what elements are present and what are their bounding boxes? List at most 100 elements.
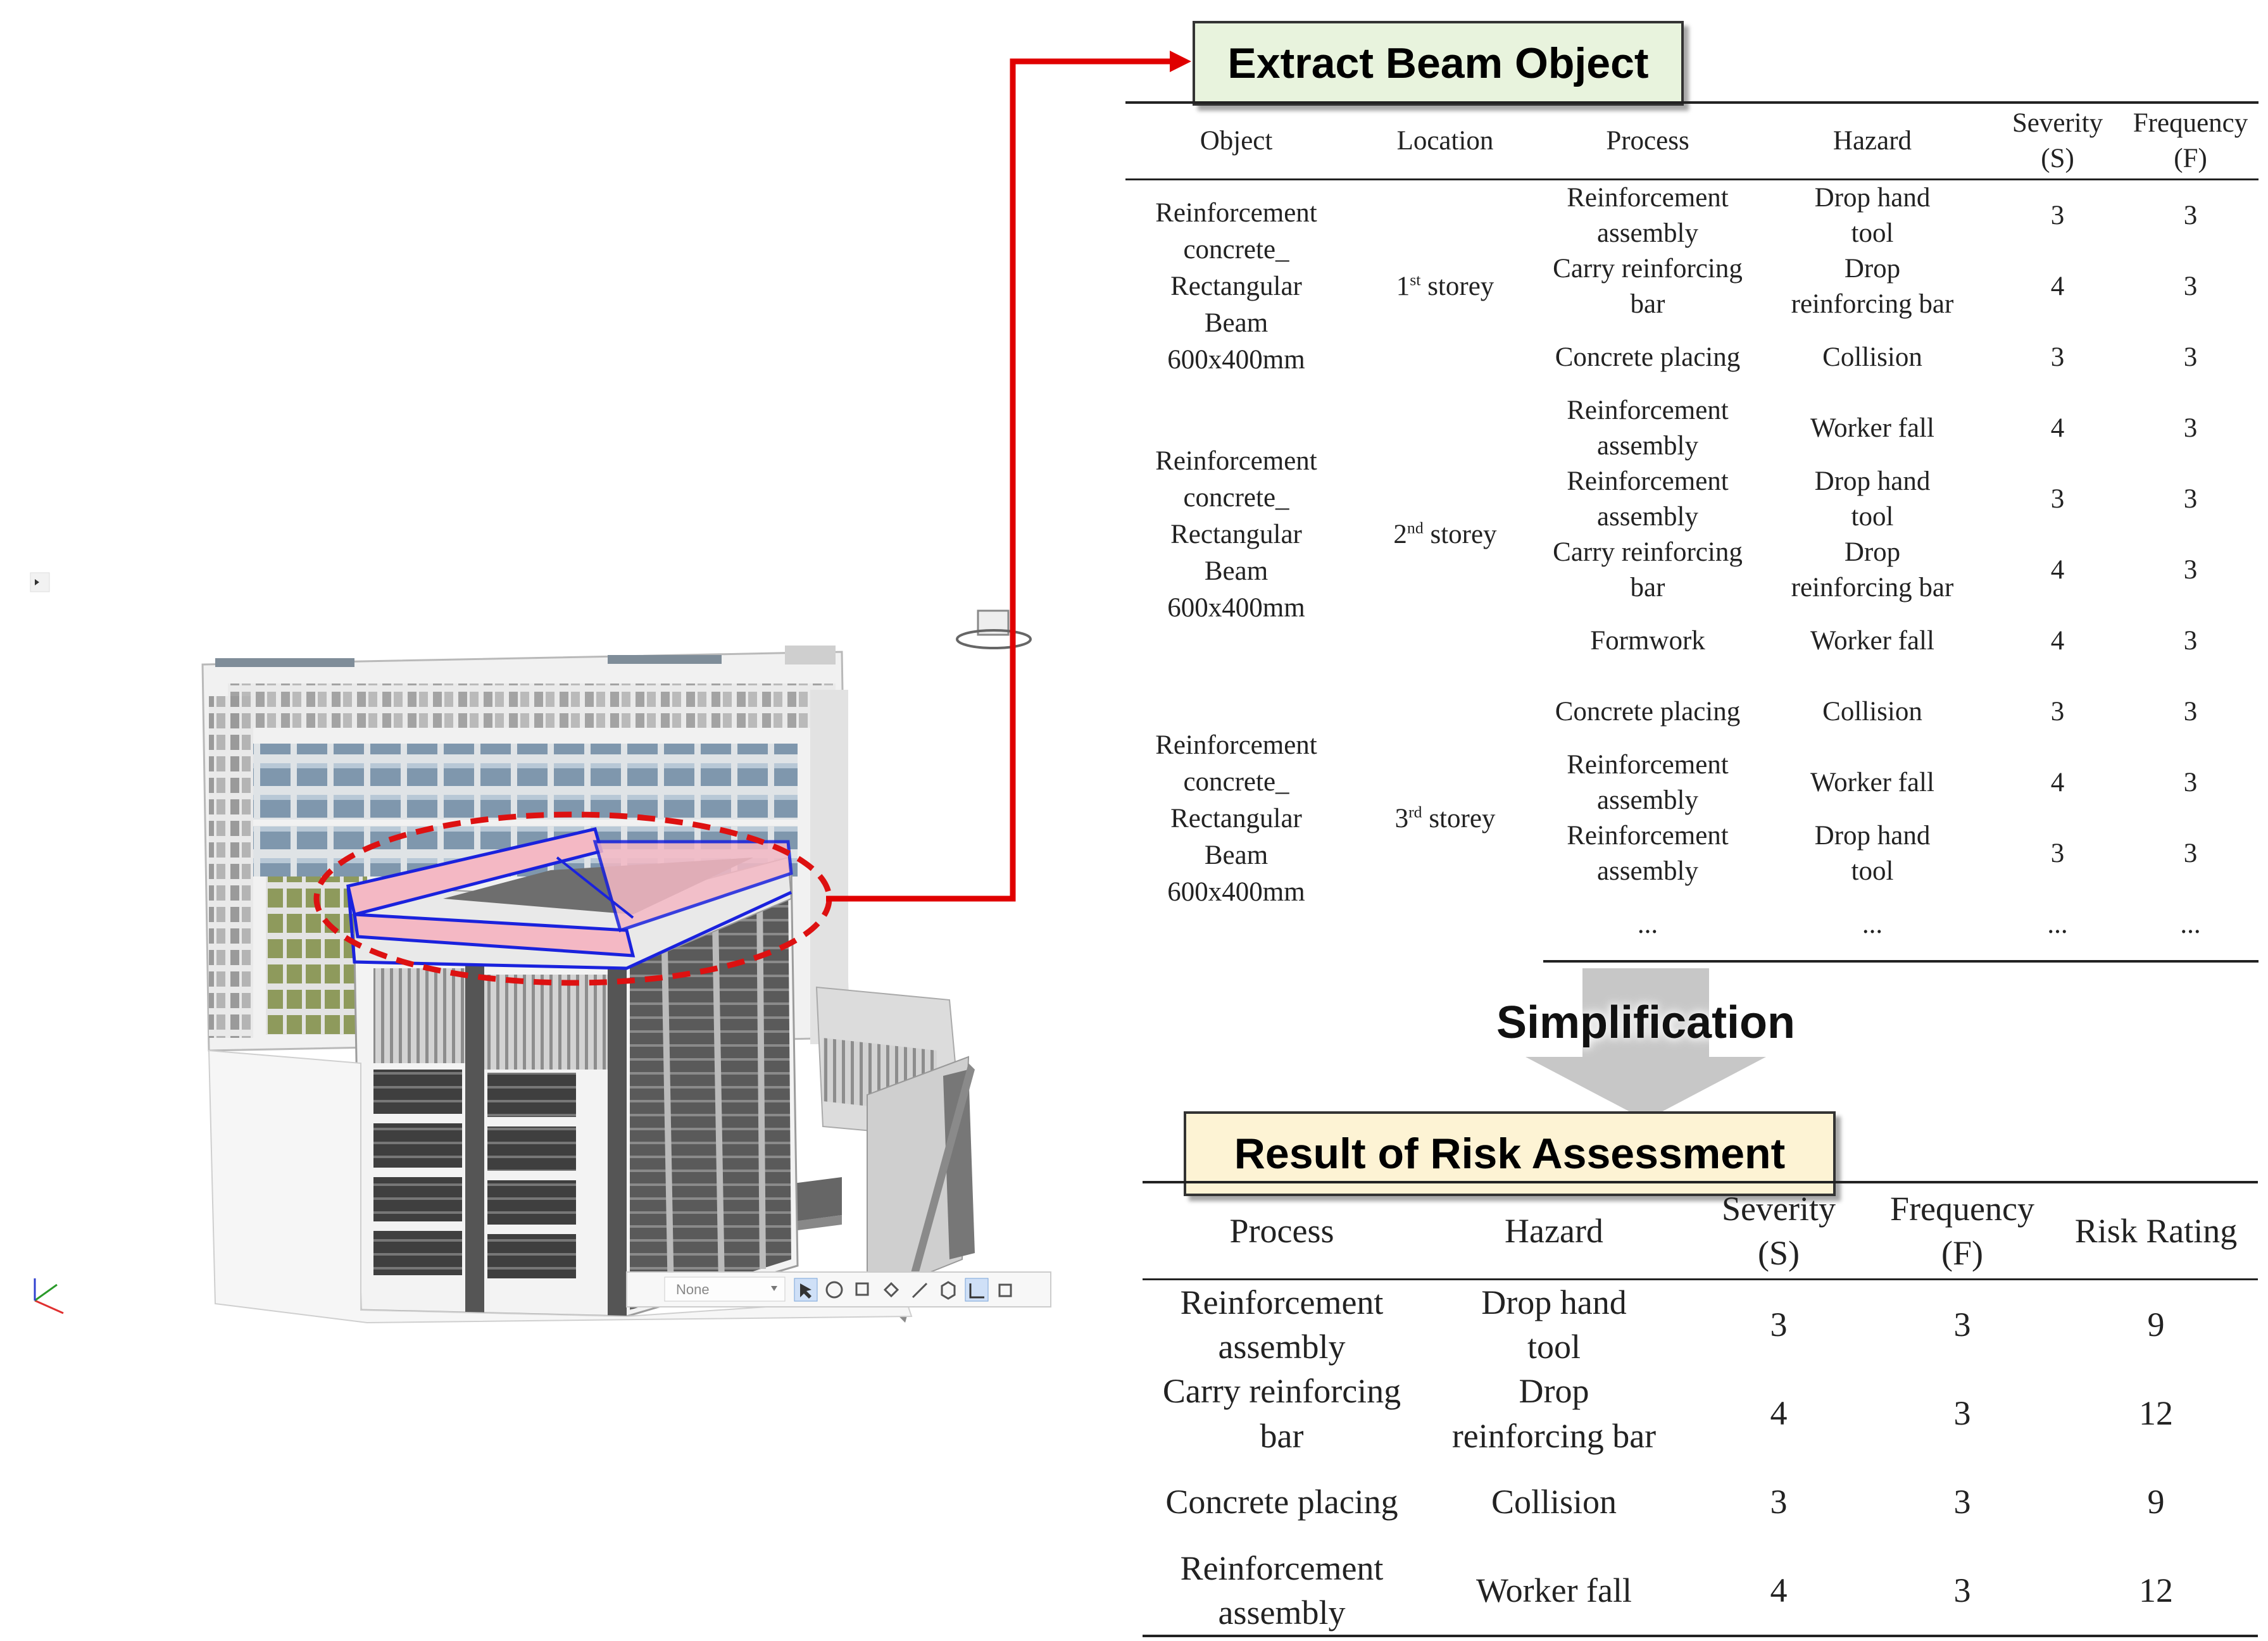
table1-header-cell: Hazard [1752, 101, 1993, 180]
process-cell: Concrete placing [1165, 1483, 1398, 1521]
severity-cell: 4 [2050, 271, 2065, 302]
table2-header-cell: Risk Rating [2054, 1181, 2258, 1280]
frequency-cell: 3 [2183, 555, 2198, 585]
frequency-cell: ... [2122, 889, 2259, 963]
severity-cell: 4 [2050, 768, 2065, 798]
pan-tool-icon[interactable] [823, 1278, 846, 1301]
frequency-cell: 3 [1953, 1483, 1971, 1521]
chevron-down-icon [771, 1286, 777, 1291]
filter-dropdown[interactable]: None [664, 1276, 786, 1302]
severity-cell: 3 [2050, 839, 2065, 869]
risk-rating-cell: 12 [2139, 1394, 2173, 1433]
frequency-cell: 3 [2183, 201, 2198, 231]
section-tool-icon[interactable] [937, 1278, 960, 1301]
frequency-cell: 3 [2183, 697, 2198, 727]
table2-header-cell: Process [1143, 1181, 1421, 1280]
risk-rating-cell: 12 [2054, 1545, 2258, 1638]
risk-rating-cell: 9 [2147, 1483, 2165, 1521]
process-cell: Concrete placing [1555, 697, 1741, 727]
hazard-cell: Collision [1822, 697, 1922, 727]
severity-cell: 4 [2050, 626, 2065, 656]
frequency-cell: 3 [2183, 839, 2198, 869]
highlighted-beam [353, 913, 636, 958]
axes-tool-icon[interactable] [965, 1278, 989, 1302]
simplification-arrow [1526, 968, 1766, 1120]
severity-cell: 3 [2050, 484, 2065, 515]
measure-tool-icon[interactable] [908, 1278, 931, 1301]
severity-cell: 4 [2050, 555, 2065, 585]
result-label-text: Result of Risk Assessment [1234, 1130, 1786, 1178]
frequency-cell: 3 [1953, 1306, 1971, 1344]
table1-header-cell: Object [1125, 101, 1347, 180]
bim-model-view: None [30, 572, 1051, 1324]
process-cell: Concrete placing [1555, 342, 1741, 373]
severity-cell: 3 [2050, 201, 2065, 231]
zoom-tool-icon[interactable] [851, 1278, 874, 1301]
frequency-cell: 3 [1870, 1545, 2054, 1638]
hazard-cell: Worker fall [1810, 768, 1934, 798]
table2-header-cell: Hazard [1421, 1181, 1687, 1280]
frequency-cell: 3 [2183, 271, 2198, 302]
table1-row: ............ [1125, 889, 2259, 963]
severity-cell: 3 [2050, 342, 2065, 373]
hazard-cell: Collision [1822, 342, 1922, 373]
view-cube-tool-icon[interactable] [994, 1278, 1017, 1301]
location-cell: 3rd storey [1394, 802, 1496, 834]
severity-cell: 4 [1687, 1545, 1870, 1638]
table1-header-cell: Process [1543, 101, 1752, 180]
extract-label-text: Extract Beam Object [1227, 39, 1649, 87]
hazard-cell: Worker fall [1810, 626, 1934, 656]
orbit-tool-icon[interactable] [880, 1278, 903, 1301]
select-tool-icon[interactable] [794, 1278, 818, 1302]
simplification-label: Simplification [1496, 997, 1796, 1048]
process-cell: Formwork [1590, 626, 1705, 656]
frequency-cell: 3 [2183, 413, 2198, 444]
table1-header-cell: Location [1347, 101, 1543, 180]
table2-header-cell: Severity(S) [1687, 1181, 1870, 1280]
hazard-cell: Worker fall [1421, 1545, 1687, 1638]
severity-cell: 3 [1770, 1306, 1788, 1344]
severity-cell: 4 [2050, 413, 2065, 444]
axis-indicator-icon [34, 1278, 64, 1314]
process-cell: ... [1543, 889, 1752, 963]
frequency-cell: 3 [2183, 484, 2198, 515]
severity-cell: ... [1993, 889, 2122, 963]
view-cube-icon[interactable] [956, 609, 1032, 649]
location-cell: 2nd storey [1393, 518, 1497, 550]
extract-beam-object-label: Extract Beam Object [1193, 21, 1684, 106]
table2-header-cell: Frequency(F) [1870, 1181, 2054, 1280]
severity-cell: 3 [1770, 1483, 1788, 1521]
